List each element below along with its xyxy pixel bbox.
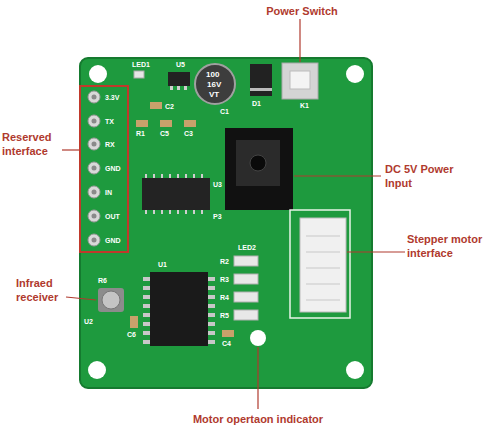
leader-lines bbox=[62, 19, 405, 409]
motor-connector bbox=[300, 218, 346, 312]
connector-slots bbox=[306, 236, 340, 300]
mounting-hole bbox=[89, 65, 107, 83]
part-name: U2 bbox=[84, 318, 93, 325]
part-name: C3 bbox=[184, 130, 193, 137]
indicator-leds bbox=[234, 256, 258, 320]
power-switch bbox=[282, 63, 318, 99]
part-name: R5 bbox=[220, 312, 229, 319]
highlight-frame bbox=[80, 86, 128, 252]
part-name: R3 bbox=[220, 276, 229, 283]
part-name: R2 bbox=[220, 258, 229, 265]
callout-label: Motor opertaon indicator bbox=[148, 412, 368, 426]
part-name: U5 bbox=[176, 61, 185, 68]
dip-chip bbox=[150, 272, 208, 346]
chip-pins bbox=[143, 277, 215, 344]
led-part bbox=[134, 71, 144, 78]
capacitor-marking: VT bbox=[209, 91, 219, 99]
pin-name: OUT bbox=[105, 213, 120, 220]
part-name: C2 bbox=[165, 103, 174, 110]
chip-pins bbox=[146, 174, 202, 214]
pin-name: TX bbox=[105, 118, 114, 125]
diode-band bbox=[250, 88, 272, 91]
callout-label: Stepper motor interface bbox=[407, 232, 485, 261]
driver-chip bbox=[142, 178, 210, 210]
mounting-hole bbox=[88, 361, 106, 379]
pin-name: IN bbox=[105, 189, 112, 196]
part-name: U3 bbox=[213, 181, 222, 188]
callout-label: Power Switch bbox=[262, 4, 342, 18]
capacitor-marking: 100 bbox=[206, 71, 219, 79]
pin-name: GND bbox=[105, 237, 121, 244]
callout-label: Infraed receiver bbox=[16, 276, 66, 305]
part-name: C1 bbox=[220, 108, 229, 115]
mounting-hole bbox=[250, 330, 266, 346]
silkscreen-outline bbox=[290, 210, 350, 318]
part-name: C6 bbox=[127, 331, 136, 338]
ir-receiver bbox=[98, 288, 124, 312]
part-name: LED2 bbox=[238, 244, 256, 251]
part-name: LED1 bbox=[132, 61, 150, 68]
regulator-chip bbox=[168, 72, 190, 86]
diode bbox=[250, 64, 272, 96]
part-name: R4 bbox=[220, 294, 229, 301]
pin-name: RX bbox=[105, 141, 115, 148]
pin-holes bbox=[92, 95, 97, 243]
callout-label: Reserved interface bbox=[2, 130, 62, 159]
part-name: C5 bbox=[160, 130, 169, 137]
circuit-board bbox=[80, 58, 372, 388]
part-name: C4 bbox=[222, 340, 231, 347]
capacitor bbox=[195, 64, 235, 104]
capacitor-marking: 16V bbox=[207, 81, 221, 89]
jack-body bbox=[236, 140, 280, 186]
pin-name: GND bbox=[105, 165, 121, 172]
mounting-hole bbox=[346, 65, 364, 83]
part-name: R1 bbox=[136, 130, 145, 137]
callout-label: DC 5V Power Input bbox=[385, 162, 483, 191]
mounting-hole bbox=[346, 361, 364, 379]
part-name: K1 bbox=[300, 102, 309, 109]
switch-knob bbox=[290, 71, 310, 89]
part-name: P3 bbox=[213, 213, 222, 220]
part-name: U1 bbox=[158, 261, 167, 268]
part-name: R6 bbox=[98, 277, 107, 284]
dc-jack bbox=[225, 128, 293, 210]
part-name: D1 bbox=[252, 100, 261, 107]
chip-pins bbox=[170, 86, 187, 90]
header-pins bbox=[88, 91, 100, 246]
ir-lens bbox=[102, 291, 120, 309]
pin-name: 3.3V bbox=[105, 94, 119, 101]
jack-socket bbox=[250, 155, 266, 171]
